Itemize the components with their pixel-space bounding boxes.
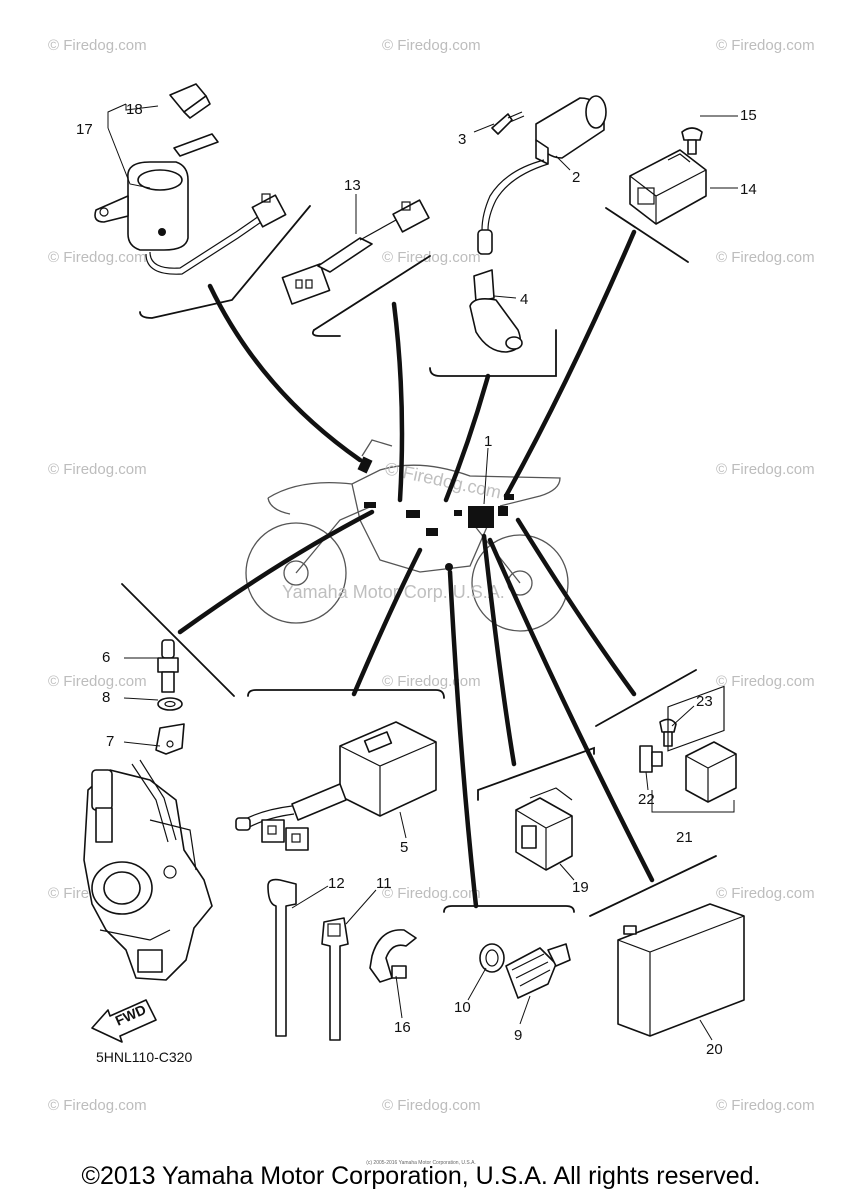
watermark: © Firedog.com [382, 673, 481, 690]
ignition-coil-assembly [469, 95, 607, 353]
callout-7: 7 [106, 733, 114, 750]
callout-14: 14 [740, 181, 757, 198]
callout-9: 9 [514, 1027, 522, 1044]
callout-22: 22 [638, 791, 655, 808]
watermark: © Firedog.com [48, 461, 147, 478]
cable-band-11 [321, 917, 349, 1041]
watermark: © Firedog.com [48, 249, 147, 266]
leader-lines [107, 103, 738, 1041]
battery-20 [617, 685, 745, 1037]
callout-12: 12 [328, 875, 345, 892]
center-yamaha-text: Yamaha Motor Corp. U.S.A. [282, 582, 505, 602]
watermark: © Firedog.com [382, 1097, 481, 1114]
lead-wire-assembly [281, 199, 430, 305]
carburetor-body [83, 759, 213, 981]
watermark: © Firedog.com [48, 37, 147, 54]
callout-11: 11 [376, 875, 392, 892]
watermark: © Firedog.com [716, 37, 815, 54]
copyright-footer: ©2013 Yamaha Motor Corporation, U.S.A. A… [81, 1162, 761, 1190]
group-brackets [121, 205, 717, 917]
watermark: © Firedog.com [48, 673, 147, 690]
watermark-grid: © Firedog.com © Firedog.com © Firedog.co… [48, 37, 815, 1114]
callout-2: 2 [572, 169, 580, 186]
callout-4: 4 [520, 291, 528, 308]
callout-1: 1 [484, 433, 492, 450]
watermark: © Firedog.com [382, 249, 481, 266]
starter-relay-19 [515, 787, 573, 871]
callout-21: 21 [676, 829, 693, 846]
callout-18: 18 [126, 101, 143, 118]
diagram-code: 5HNL110-C320 [96, 1049, 192, 1065]
rectifier-assembly [629, 127, 707, 225]
neutral-switch-assembly [479, 943, 571, 999]
callout-3: 3 [458, 131, 466, 148]
clamp-16 [369, 929, 417, 983]
callout-6: 6 [102, 649, 110, 666]
callout-16: 16 [394, 1019, 411, 1036]
callout-17: 17 [76, 121, 93, 138]
callout-10: 10 [454, 999, 471, 1016]
watermark: © Firedog.com [48, 1097, 147, 1114]
cdi-unit [235, 721, 437, 851]
carburetor-fitting-assembly [155, 639, 185, 755]
callout-8: 8 [102, 689, 110, 706]
cable-band-12 [267, 878, 297, 1037]
watermark: © Firedog.com [716, 673, 815, 690]
watermark: © Firedog.com [716, 1097, 815, 1114]
callout-23: 23 [696, 693, 713, 710]
forward-arrow: FWD [91, 999, 157, 1043]
watermark: © Firedog.com [716, 249, 815, 266]
watermark: © Firedog.com [382, 37, 481, 54]
watermark: © Firedog.com [382, 885, 481, 902]
watermark: © Firedog.com [716, 461, 815, 478]
callout-numbers: 1 2 3 4 5 6 7 8 9 10 11 12 13 14 15 16 1… [76, 101, 757, 1058]
callout-15: 15 [740, 107, 757, 124]
small-copyright: (c) 2005-2016 Yamaha Motor Corporation, … [366, 1160, 476, 1166]
watermark: © Firedog.com [716, 885, 815, 902]
callout-19: 19 [572, 879, 589, 896]
group-connectors [177, 229, 655, 909]
callout-20: 20 [706, 1041, 723, 1058]
callout-5: 5 [400, 839, 408, 856]
relay-assembly-21 [639, 718, 737, 813]
callout-13: 13 [344, 177, 361, 194]
main-switch-assembly [94, 83, 287, 275]
